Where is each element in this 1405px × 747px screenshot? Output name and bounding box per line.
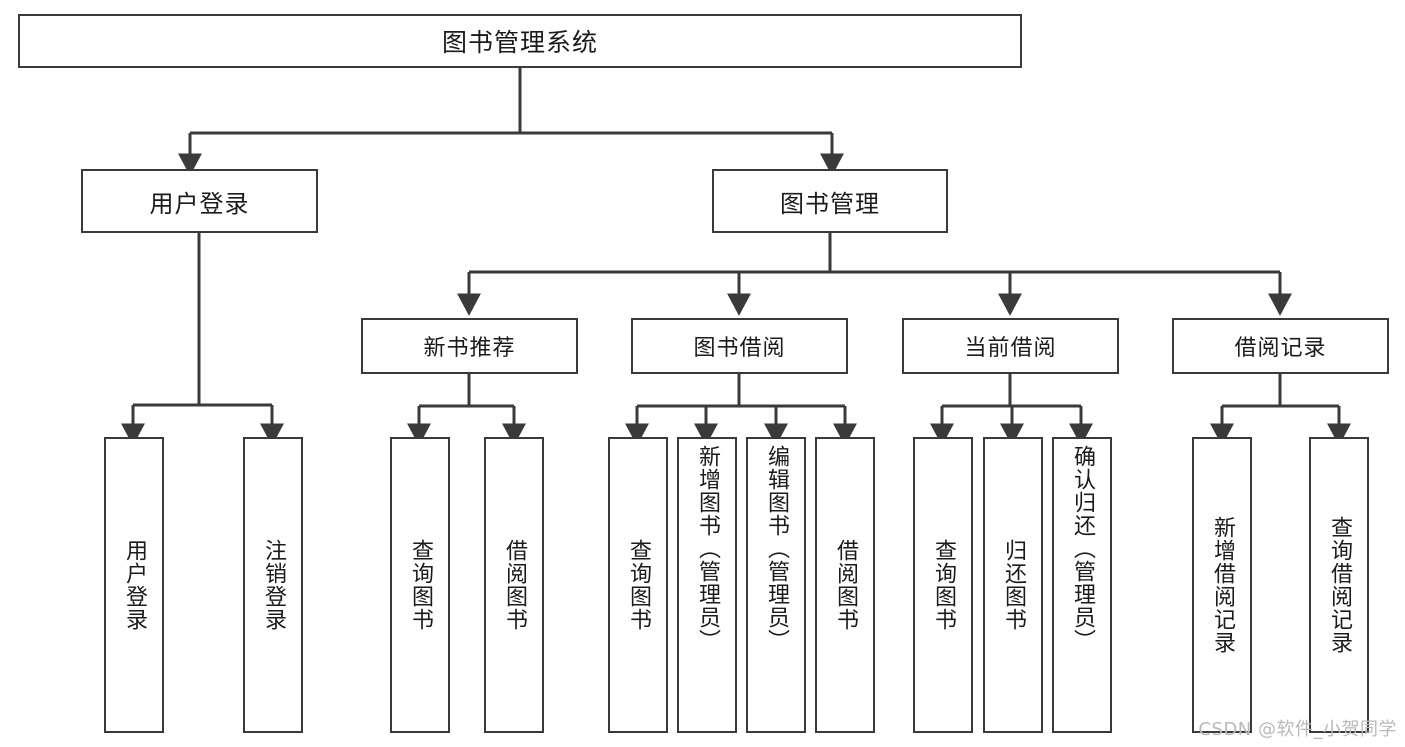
leaf-record-add-record[interactable]: 新增借阅记录 xyxy=(1192,437,1252,733)
node-user-login-label: 用户登录 xyxy=(149,189,250,218)
leaf-user-login-signout-label: 注销登录 xyxy=(260,539,286,631)
leaf-borrow-add-book-admin[interactable]: 新增图书（管理员） xyxy=(677,437,737,733)
node-user-login[interactable]: 用户登录 xyxy=(81,169,318,233)
leaf-new-book-query-book-label: 查询图书 xyxy=(407,539,433,631)
csdn-watermark: CSDN @软件_小贺同学 xyxy=(1198,719,1397,740)
node-book-management[interactable]: 图书管理 xyxy=(712,169,948,233)
node-book-management-label: 图书管理 xyxy=(780,189,880,218)
leaf-record-query-record-label: 查询借阅记录 xyxy=(1326,516,1352,654)
leaf-new-book-borrow-book[interactable]: 借阅图书 xyxy=(484,437,544,733)
leaf-record-add-record-label: 新增借阅记录 xyxy=(1209,516,1235,654)
node-current-borrowing[interactable]: 当前借阅 xyxy=(902,318,1119,374)
leaf-user-login-signin-label: 用户登录 xyxy=(121,539,147,631)
node-root-book-management-system[interactable]: 图书管理系统 xyxy=(18,14,1022,68)
leaf-current-query-book[interactable]: 查询图书 xyxy=(913,437,973,733)
leaf-current-return-book[interactable]: 归还图书 xyxy=(983,437,1043,733)
leaf-current-query-book-label: 查询图书 xyxy=(930,539,956,631)
leaf-user-login-signout[interactable]: 注销登录 xyxy=(243,437,303,733)
leaf-current-confirm-return-admin-label: 确认归还（管理员） xyxy=(1069,445,1095,652)
leaf-borrow-edit-book-admin[interactable]: 编辑图书（管理员） xyxy=(746,437,806,733)
leaf-borrow-query-book-label: 查询图书 xyxy=(625,539,651,631)
leaf-current-return-book-label: 归还图书 xyxy=(1000,539,1026,631)
leaf-borrow-add-book-admin-label: 新增图书（管理员） xyxy=(694,445,720,652)
leaf-borrow-borrow-book[interactable]: 借阅图书 xyxy=(815,437,875,733)
node-book-borrowing[interactable]: 图书借阅 xyxy=(631,318,848,374)
node-current-borrowing-label: 当前借阅 xyxy=(964,336,1057,361)
leaf-user-login-signin[interactable]: 用户登录 xyxy=(104,437,164,733)
leaf-new-book-borrow-book-label: 借阅图书 xyxy=(501,539,527,631)
leaf-borrow-borrow-book-label: 借阅图书 xyxy=(832,539,858,631)
node-borrowing-record[interactable]: 借阅记录 xyxy=(1172,318,1389,374)
leaf-new-book-query-book[interactable]: 查询图书 xyxy=(390,437,450,733)
node-borrowing-record-label: 借阅记录 xyxy=(1234,336,1327,361)
leaf-current-confirm-return-admin[interactable]: 确认归还（管理员） xyxy=(1052,437,1112,733)
node-new-book-recommendation-label: 新书推荐 xyxy=(423,336,516,361)
node-book-borrowing-label: 图书借阅 xyxy=(693,336,786,361)
leaf-borrow-edit-book-admin-label: 编辑图书（管理员） xyxy=(763,445,789,652)
node-root-label: 图书管理系统 xyxy=(441,28,598,57)
leaf-record-query-record[interactable]: 查询借阅记录 xyxy=(1309,437,1369,733)
leaf-borrow-query-book[interactable]: 查询图书 xyxy=(608,437,668,733)
node-new-book-recommendation[interactable]: 新书推荐 xyxy=(361,318,578,374)
